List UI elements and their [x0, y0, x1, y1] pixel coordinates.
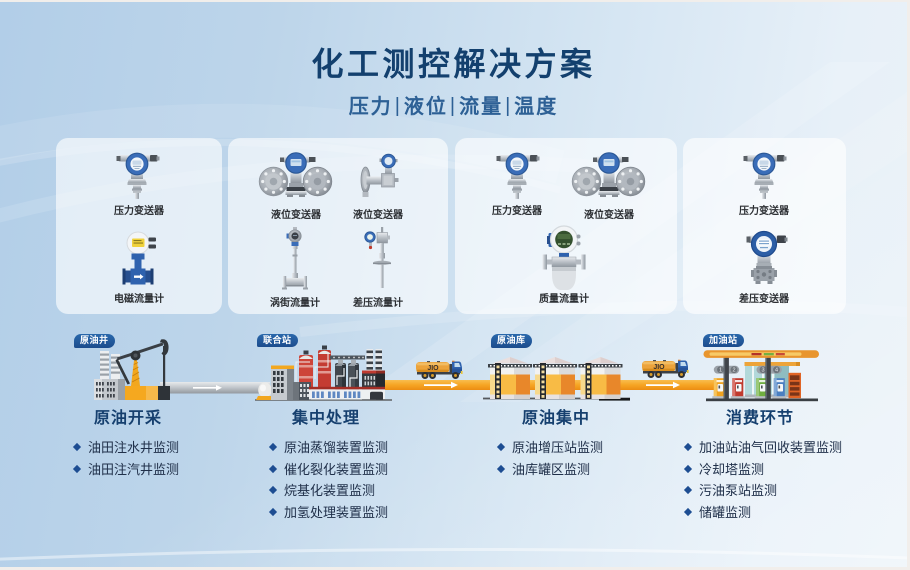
svg-text:4: 4 [775, 368, 778, 374]
svg-text:2: 2 [732, 368, 735, 374]
svg-text:1: 1 [719, 368, 722, 374]
svg-text:3: 3 [761, 368, 764, 374]
